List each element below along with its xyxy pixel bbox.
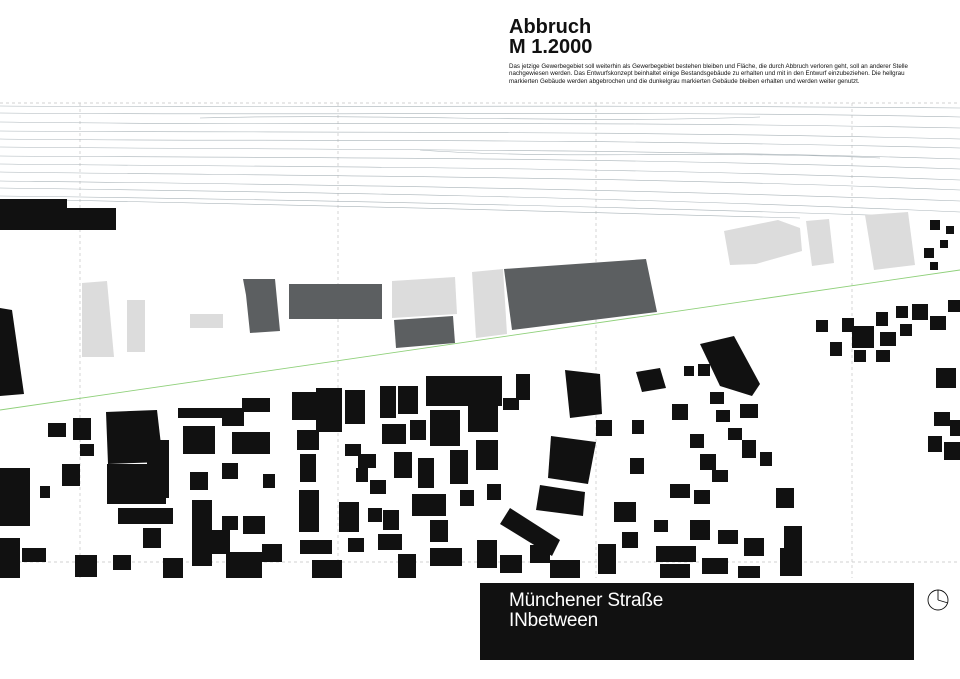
rail-tracks — [0, 105, 960, 219]
demolished-buildings — [82, 212, 915, 357]
project-name: INbetween — [509, 610, 599, 631]
existing-buildings — [0, 199, 960, 578]
project-title-box: Münchener Straße INbetween — [480, 583, 914, 660]
plan-scale: M 1.2000 — [509, 36, 593, 58]
plan-title: Abbruch — [509, 16, 592, 38]
north-arrow-icon — [927, 589, 949, 611]
title-block: Abbruch M 1.2000 Das jetzige Gewerbegebi… — [509, 17, 929, 85]
site-boundary-line — [0, 269, 960, 411]
project-street: Münchener Straße — [509, 590, 664, 611]
kept-buildings — [243, 259, 657, 348]
plan-description: Das jetzige Gewerbegebiet soll weiterhin… — [509, 63, 908, 85]
